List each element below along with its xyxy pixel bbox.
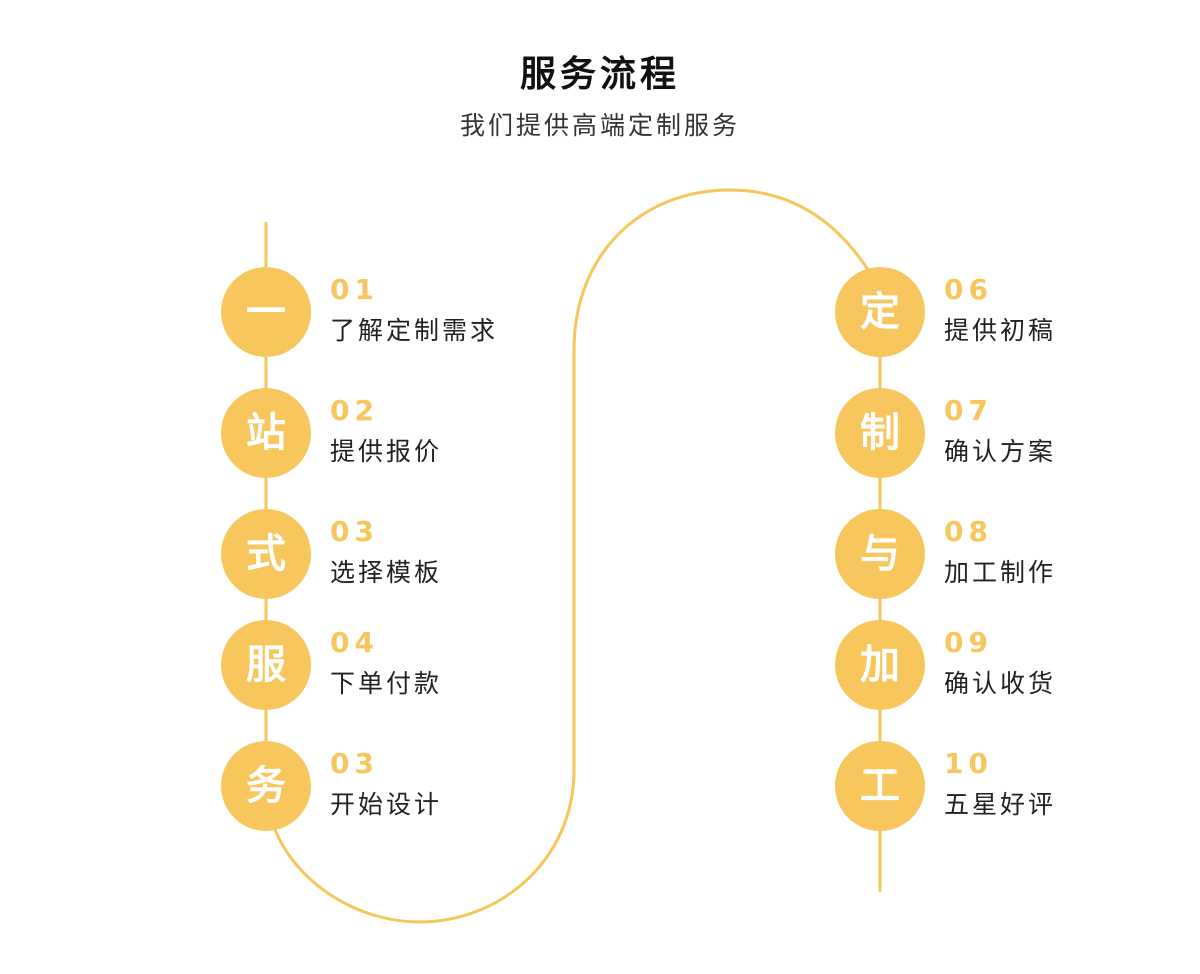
step-circle-5: 务	[221, 741, 311, 831]
step-circle-2: 站	[221, 388, 311, 478]
step-number-2: 02	[330, 394, 379, 427]
step-number-4: 04	[330, 626, 379, 659]
step-number-5: 03	[330, 747, 379, 780]
step-number-8: 08	[944, 515, 993, 548]
step-circle-4: 服	[221, 620, 311, 710]
step-circle-8: 与	[835, 509, 925, 599]
step-number-10: 10	[944, 747, 993, 780]
process-path-line	[264, 188, 882, 924]
step-circle-1: 一	[221, 267, 311, 357]
step-label-6: 提供初稿	[944, 316, 1057, 345]
step-label-2: 提供报价	[330, 437, 443, 466]
step-label-7: 确认方案	[944, 437, 1057, 466]
step-label-3: 选择模板	[330, 558, 443, 587]
step-number-6: 06	[944, 273, 993, 306]
step-label-9: 确认收货	[944, 669, 1057, 698]
page-title: 服务流程	[519, 54, 680, 95]
step-circle-9: 加	[835, 620, 925, 710]
step-label-1: 了解定制需求	[330, 316, 499, 345]
step-label-5: 开始设计	[330, 790, 443, 819]
step-number-3: 03	[330, 515, 379, 548]
step-circle-3: 式	[221, 509, 311, 599]
page-subtitle: 我们提供高端定制服务	[459, 111, 740, 140]
step-label-10: 五星好评	[944, 790, 1057, 819]
step-circle-7: 制	[835, 388, 925, 478]
step-number-1: 01	[330, 273, 379, 306]
step-circle-6: 定	[835, 267, 925, 357]
step-label-4: 下单付款	[330, 669, 443, 698]
step-number-7: 07	[944, 394, 993, 427]
step-circle-10: 工	[835, 741, 925, 831]
step-number-9: 09	[944, 626, 993, 659]
step-label-8: 加工制作	[944, 558, 1057, 587]
